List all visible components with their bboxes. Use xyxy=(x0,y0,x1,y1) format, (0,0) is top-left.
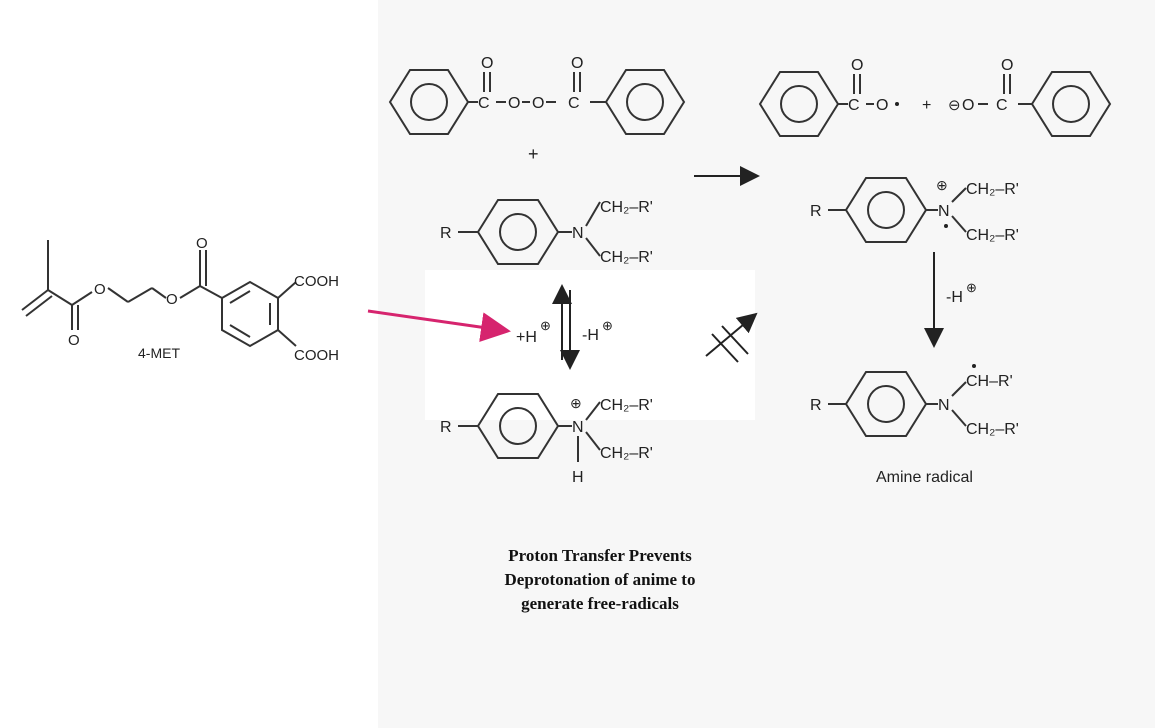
blocked-arrow xyxy=(705,312,758,363)
minus-h-charge: ⊕ xyxy=(602,318,613,333)
bpo-peroxide-o2: O xyxy=(532,95,544,112)
radical-carbon: C xyxy=(848,97,860,114)
radical-dot xyxy=(895,102,899,106)
radical-cation-dot xyxy=(944,224,948,228)
amine-top xyxy=(458,199,601,265)
amine-radical-dot xyxy=(972,364,976,368)
caption-line-3: generate free-radicals xyxy=(521,594,679,613)
radical-oxygen-top: O xyxy=(851,57,863,74)
bpo-peroxide-o1: O xyxy=(508,95,520,112)
ammonium-ch2-upper: CH₂–R' xyxy=(600,397,653,414)
amine-top-r: R xyxy=(440,225,452,242)
amine-top-ch2-lower: CH₂–R' xyxy=(600,249,653,266)
minus-h-right-label: -H xyxy=(946,289,963,306)
radical-oxygen: O xyxy=(876,97,888,114)
minus-h-label: -H xyxy=(582,327,599,344)
ammonium-ch2-lower: CH₂–R' xyxy=(600,445,653,462)
amine-radical-r: R xyxy=(810,397,822,414)
scheme-panel-highlight xyxy=(425,270,755,420)
met-keto-oxygen: O xyxy=(196,235,208,252)
caption-line-1: Proton Transfer Prevents xyxy=(508,546,692,565)
ammonium-h: H xyxy=(572,469,584,486)
plus-h-charge: ⊕ xyxy=(540,318,551,333)
radical-cation-r: R xyxy=(810,203,822,220)
benzoate-anion xyxy=(978,71,1112,137)
amine-radical xyxy=(828,371,967,437)
met-name-label: 4-MET xyxy=(138,345,180,361)
bpo-oxygen-top-left: O xyxy=(481,55,493,72)
amine-radical-ch2: CH₂–R' xyxy=(966,421,1019,438)
radical-cation-ch2-lower: CH₂–R' xyxy=(966,227,1019,244)
amine-radical-n: N xyxy=(938,397,950,414)
radical-cation-charge: ⊕ xyxy=(936,177,948,193)
plus-sign-bpo: + xyxy=(528,144,539,164)
radical-cation-n: N xyxy=(938,203,950,220)
ammonium-r: R xyxy=(440,419,452,436)
ammonium-bottom xyxy=(458,393,601,462)
ammonium-charge: ⊕ xyxy=(570,395,582,411)
ammonium-n: N xyxy=(572,419,584,436)
radical-cation-ch2-upper: CH₂–R' xyxy=(966,181,1019,198)
met-ether-oxygen: O xyxy=(166,291,178,308)
amine-radical-label: Amine radical xyxy=(876,469,973,486)
benzoate-oxygen-top: O xyxy=(1001,57,1013,74)
caption-line-2: Deprotonation of anime to xyxy=(504,570,696,589)
benzoyloxy-radical xyxy=(758,71,874,137)
minus-h-right-charge: ⊕ xyxy=(966,280,977,295)
met-ester-oxygen: O xyxy=(94,281,106,298)
amine-top-n: N xyxy=(572,225,584,242)
met-cooh-bottom: COOH xyxy=(294,347,339,364)
bpo-carbon-right: C xyxy=(568,95,580,112)
benzoyl-peroxide xyxy=(388,69,686,135)
met-molecule xyxy=(21,240,297,348)
met-carbonyl-oxygen: O xyxy=(68,332,80,349)
benzoate-carbon: C xyxy=(996,97,1008,114)
bpo-oxygen-top-right: O xyxy=(571,55,583,72)
amine-radical-ch: CH–R' xyxy=(966,373,1013,390)
plus-sign-products: + xyxy=(922,97,931,114)
caption: Proton Transfer Prevents Deprotonation o… xyxy=(440,544,760,616)
benzoate-oxygen: O xyxy=(962,97,974,114)
magenta-arrow xyxy=(367,309,511,343)
benzoate-charge: ⊖ xyxy=(948,97,961,114)
amine-radical-cation xyxy=(828,177,967,243)
bpo-carbon-left: C xyxy=(478,95,490,112)
plus-h-label: +H xyxy=(516,329,537,346)
amine-top-ch2-upper: CH₂–R' xyxy=(600,199,653,216)
met-cooh-top: COOH xyxy=(294,273,339,290)
